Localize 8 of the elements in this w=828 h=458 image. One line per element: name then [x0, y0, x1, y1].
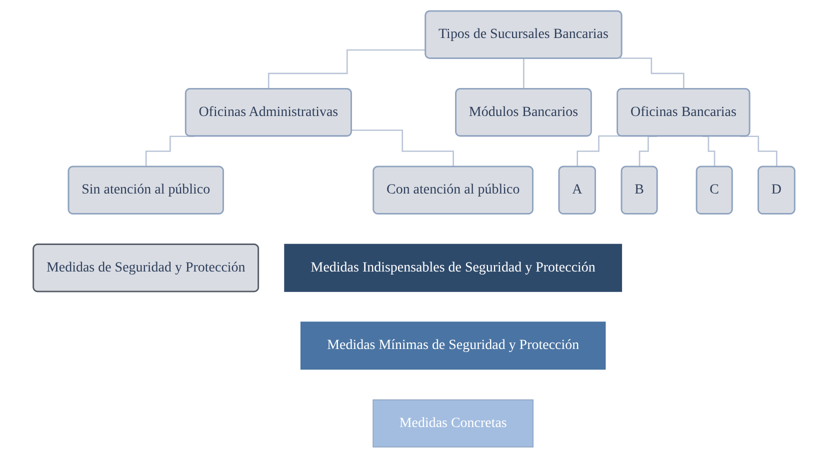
connector: [268, 49, 426, 90]
connector: [619, 58, 685, 90]
connector: [352, 130, 454, 168]
connector: [523, 58, 525, 90]
node-box: Medidas Mínimas de Seguridad y Protección: [300, 322, 606, 370]
node-box: Medidas Concretas: [372, 399, 534, 448]
node-box: Medidas Indispensables de Seguridad y Protección: [284, 244, 622, 292]
connector: [576, 135, 620, 168]
